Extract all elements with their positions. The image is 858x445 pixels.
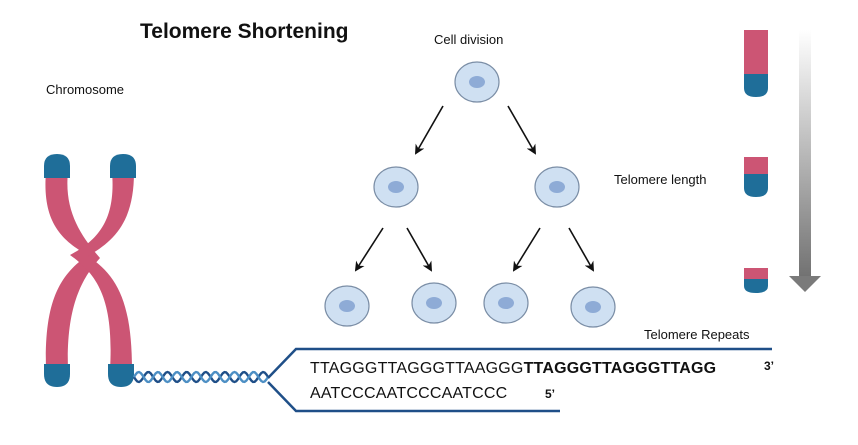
telomere-cap-bottom-left <box>44 364 70 387</box>
telomere-length-arrow <box>789 30 821 292</box>
cell <box>454 61 500 103</box>
medium-telomere-icon <box>744 157 768 197</box>
nucleus <box>426 297 442 309</box>
nucleus <box>549 181 565 193</box>
division-arrow <box>406 227 432 272</box>
cell <box>324 285 370 327</box>
cell-division-label: Cell division <box>434 32 504 47</box>
sequence-bottom-strand: AATCCCAATCCCAATCCC <box>310 385 508 402</box>
division-arrow <box>568 227 594 272</box>
long-telomere-icon <box>744 30 768 97</box>
nucleus <box>585 301 601 313</box>
repeats-bracket <box>267 347 772 413</box>
nucleus <box>469 76 485 88</box>
nucleus <box>339 300 355 312</box>
division-arrow <box>415 105 444 155</box>
telomere-cap-top-right <box>110 154 136 178</box>
three-prime-end: 3’ <box>764 359 775 373</box>
cell <box>373 166 419 208</box>
division-arrow <box>507 105 536 155</box>
sequence-top-bold: TTAGGGTTAGGGTTAGG <box>523 360 717 377</box>
nucleus <box>498 297 514 309</box>
diagram-title: Telomere Shortening <box>140 20 349 43</box>
cell <box>483 282 529 324</box>
short-telomere-icon <box>744 268 768 293</box>
division-arrow <box>354 227 384 272</box>
five-prime-end: 5’ <box>545 387 556 401</box>
chromosome-label: Chromosome <box>46 82 125 97</box>
dna-helix <box>132 370 270 384</box>
telomere-cap-bottom-right <box>108 364 134 387</box>
chromatid-left <box>45 172 100 370</box>
telomere-repeats-label: Telomere Repeats <box>644 327 750 342</box>
cell <box>534 166 580 208</box>
shortening-caps <box>744 30 768 293</box>
sequence-top-plain: TTAGGGTTAGGGTTAAGGG <box>310 360 524 377</box>
cell-division-tree <box>324 61 616 328</box>
nucleus <box>388 181 404 193</box>
division-arrow <box>512 227 541 272</box>
telomere-length-label: Telomere length <box>614 172 707 187</box>
chromatid-right <box>70 172 134 370</box>
cell <box>570 286 616 328</box>
chromosome <box>44 154 136 387</box>
telomere-cap-top-left <box>44 154 70 178</box>
cell <box>411 282 457 324</box>
sequence-top-strand: TTAGGGTTAGGGTTAAGGGTTAGGGTTAGGGTTAGG <box>310 360 716 378</box>
